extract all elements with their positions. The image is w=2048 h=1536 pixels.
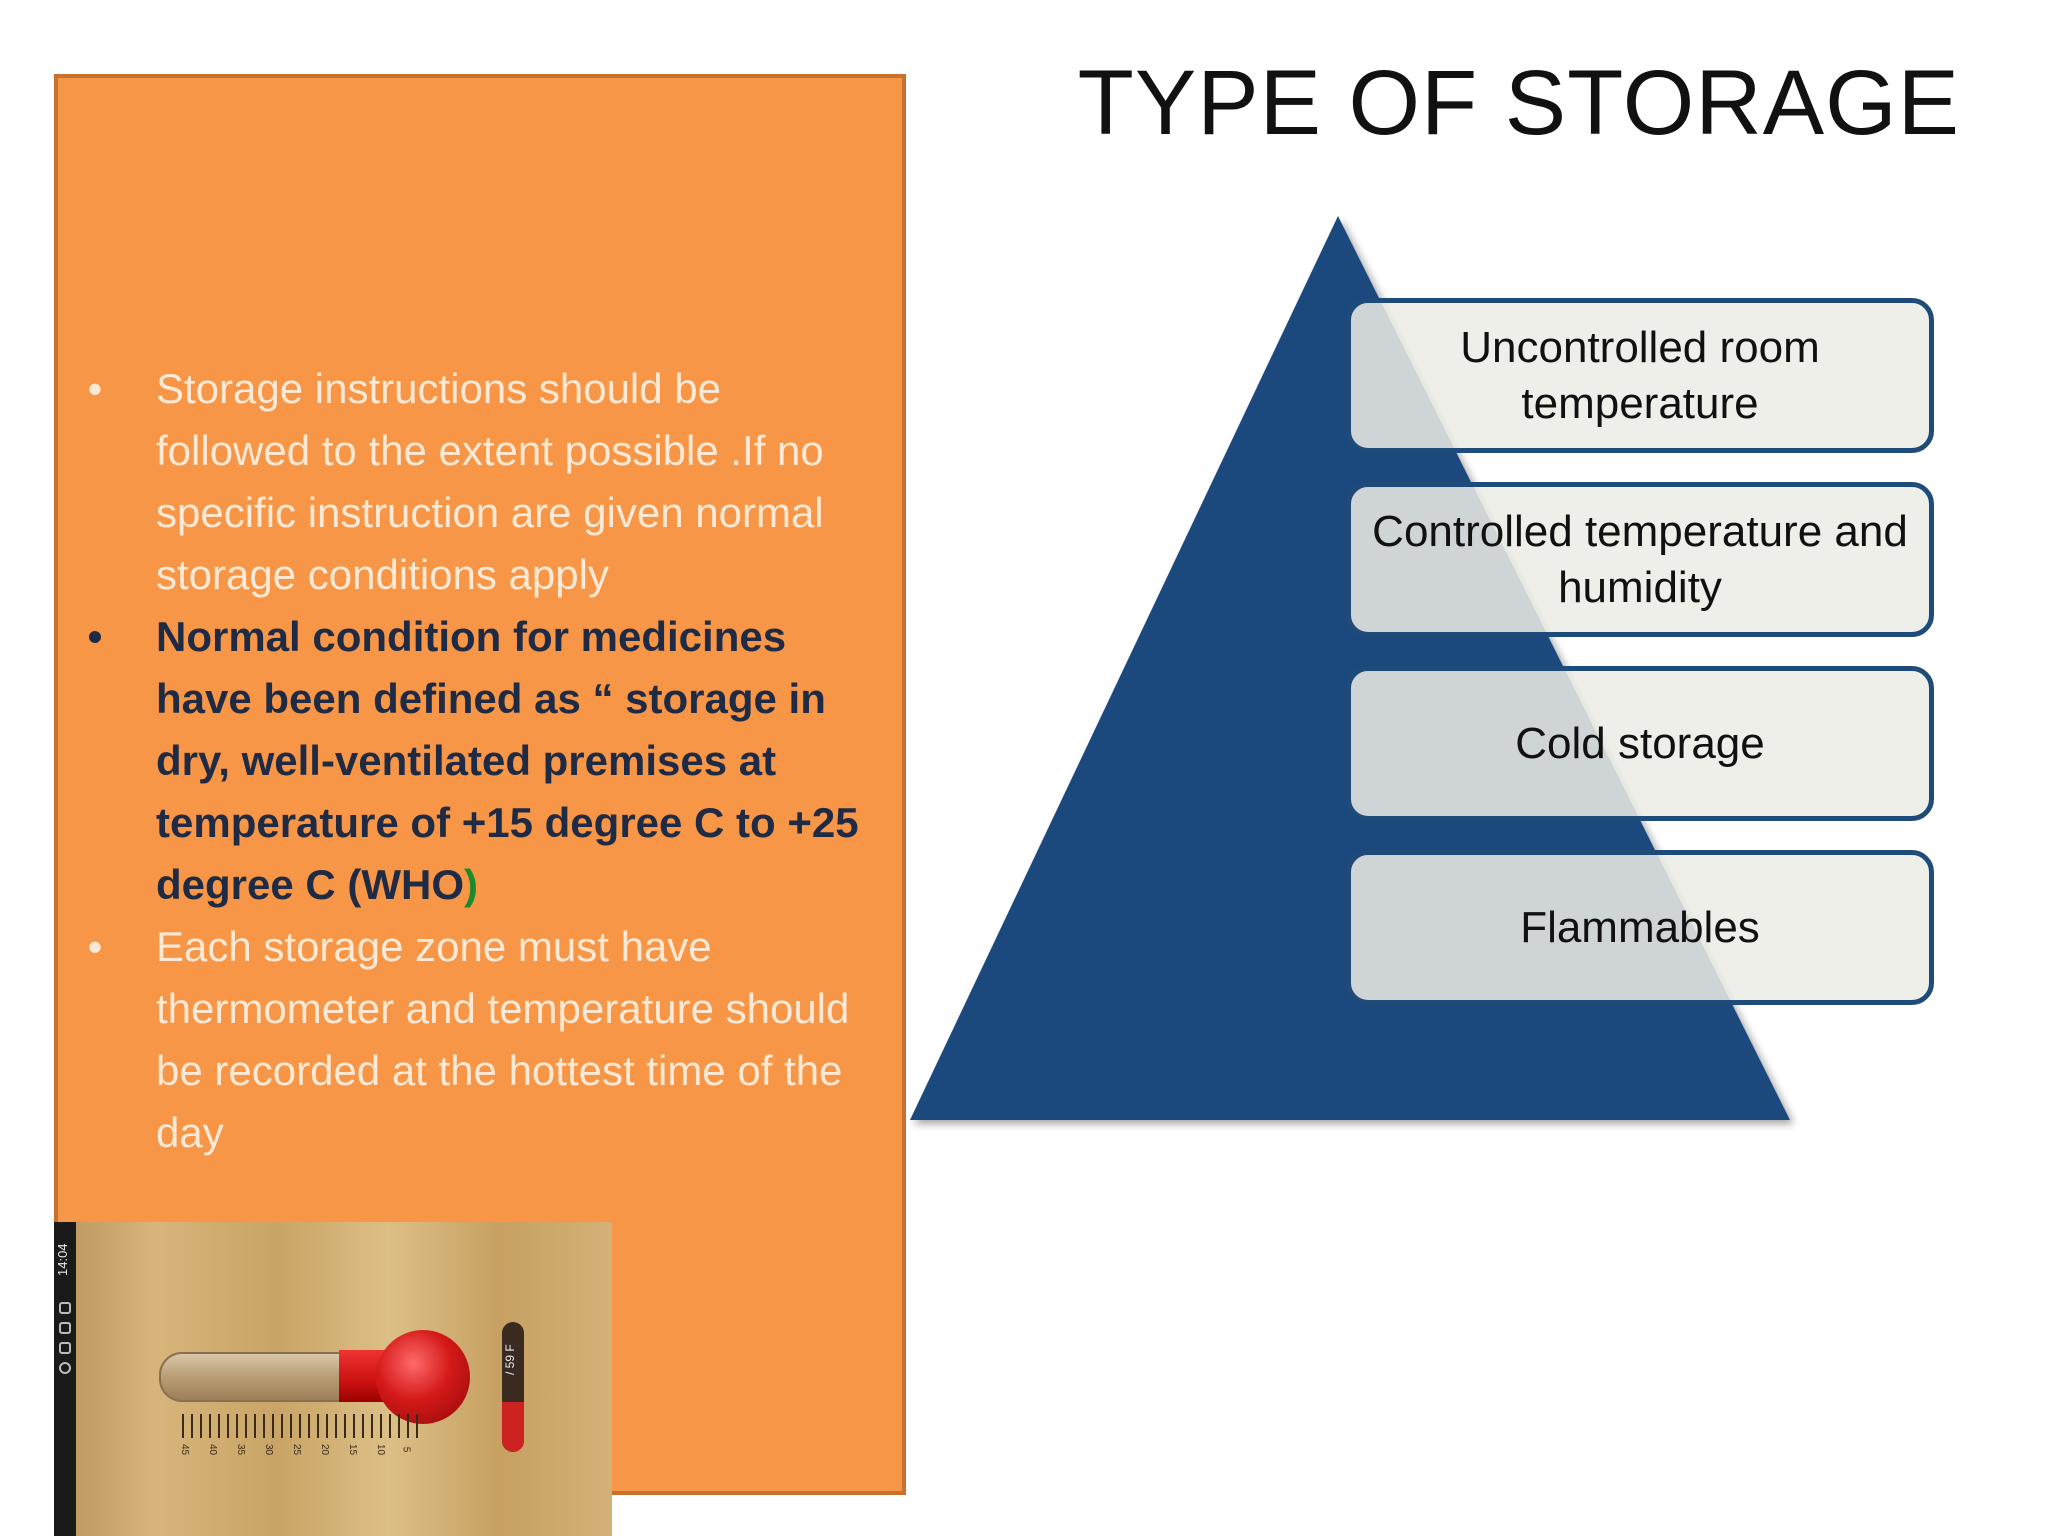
bullet-text: Storage instructions should be followed … [156, 365, 824, 598]
battery-icon [59, 1302, 71, 1314]
scale-label: 45 [179, 1443, 191, 1456]
bullet-marker: • [87, 923, 103, 970]
sim-icon [59, 1342, 71, 1354]
bullet-marker: • [87, 365, 103, 412]
scale-label: 10 [375, 1443, 387, 1456]
storage-type-box: Cold storage [1346, 666, 1934, 821]
status-bar: 14:04 [54, 1222, 76, 1536]
scale-label: 30 [263, 1443, 275, 1456]
bullet-item: • Storage instructions should be followe… [80, 358, 880, 606]
thermometer-image: 14:04 / 59 F 45 40 35 30 25 20 15 10 5 [54, 1222, 612, 1536]
bullet-text: Each storage zone must have thermometer … [156, 923, 850, 1156]
gauge-fill [502, 1402, 524, 1452]
storage-type-box: Uncontrolled room temperature [1346, 298, 1934, 453]
bullet-item: • Normal condition for medicines have be… [80, 606, 880, 916]
scale-label: 5 [400, 1446, 412, 1453]
status-time: 14:04 [55, 1243, 70, 1277]
scale-label: 15 [347, 1443, 359, 1456]
slide-title: TYPE OF STORAGE [1077, 52, 1960, 154]
thermometer-tube [159, 1352, 363, 1402]
bullet-list: • Storage instructions should be followe… [80, 358, 880, 1164]
scale-label: 40 [207, 1443, 219, 1456]
bullet-item: • Each storage zone must have thermomete… [80, 916, 880, 1164]
bullet-text: Normal condition for medicines have been… [156, 613, 859, 908]
scale-label: 35 [235, 1443, 247, 1456]
bullet-marker: • [87, 613, 103, 660]
gauge-reading: / 59 F [503, 1344, 517, 1376]
close-icon [59, 1322, 71, 1334]
bullet-suffix: ) [464, 861, 479, 908]
scale-labels: 45 40 35 30 25 20 15 10 5 [179, 1444, 439, 1474]
storage-type-box: Flammables [1346, 850, 1934, 1005]
wifi-icon [59, 1362, 71, 1374]
thermometer-scale [182, 1414, 422, 1438]
storage-type-box: Controlled temperature and humidity [1346, 482, 1934, 637]
scale-label: 20 [319, 1443, 331, 1456]
temperature-gauge: / 59 F [502, 1322, 524, 1452]
scale-label: 25 [291, 1443, 303, 1456]
thermometer-bulb [376, 1330, 470, 1424]
